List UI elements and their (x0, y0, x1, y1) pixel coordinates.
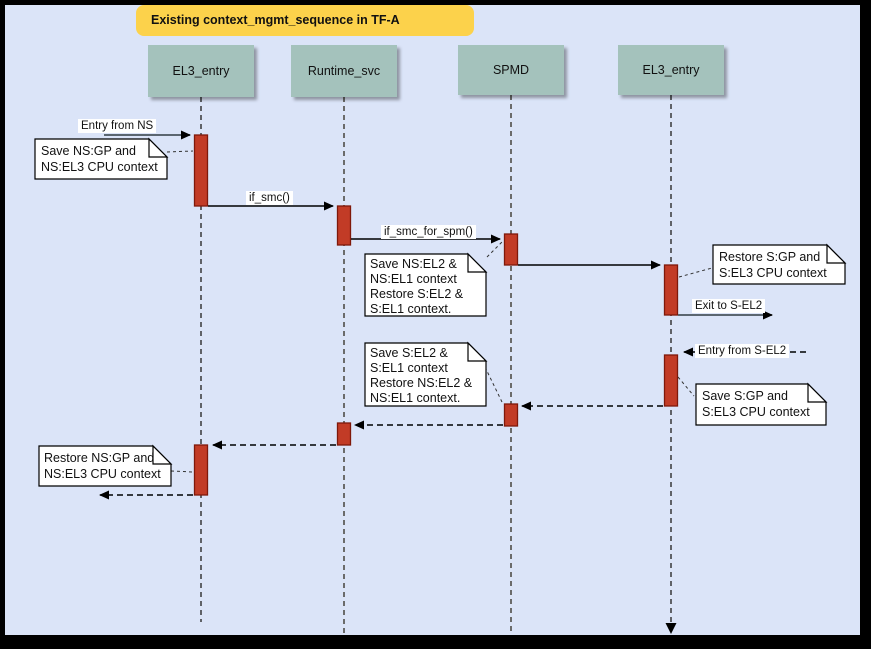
activation-runtime-1 (336, 205, 352, 246)
activation-spmd-2 (503, 403, 519, 427)
note-save-s-el2: Save S:EL2 & S:EL1 context Restore NS:EL… (364, 341, 488, 407)
actor-label: Runtime_svc (307, 64, 381, 78)
note-save-s-gp: Save S:GP and S:EL3 CPU context (695, 382, 828, 426)
actor-el3-entry-right: EL3_entry (618, 45, 724, 95)
note-text-line: S:EL1 context (370, 361, 448, 375)
note-save-ns-el2: Save NS:EL2 & NS:EL1 context Restore S:E… (364, 252, 488, 317)
actor-runtime-svc: Runtime_svc (291, 45, 397, 97)
actor-label: SPMD (492, 63, 530, 77)
note-text-line: NS:EL3 CPU context (41, 160, 158, 174)
activation-el3-left-2 (193, 444, 209, 496)
message-label-entry-from-ns: Entry from NS (78, 119, 157, 133)
activation-spmd-1 (503, 233, 519, 266)
actor-label: EL3_entry (642, 63, 700, 77)
note-text-line: S:EL3 CPU context (719, 266, 827, 280)
message-label-if-smc: if_smc() (246, 191, 293, 205)
note-text-line: S:EL1 context. (370, 302, 451, 316)
note-restore-ns-gp: Restore NS:GP and NS:EL3 CPU context (38, 444, 173, 487)
note-text-line: Restore S:EL2 & (370, 287, 464, 301)
lifeline-end-arrow-icon (665, 623, 677, 634)
note-save-ns-gp: Save NS:GP and NS:EL3 CPU context (34, 137, 169, 180)
activation-el3-right-1 (663, 264, 679, 316)
diagram-title: Existing context_mgmt_sequence in TF-A (136, 5, 474, 36)
note-connector-3 (678, 267, 713, 278)
note-text-line: S:EL3 CPU context (702, 405, 810, 419)
note-connector-4 (484, 366, 503, 403)
note-text-line: Save S:EL2 & (370, 346, 448, 360)
note-text-line: NS:EL1 context. (370, 391, 460, 405)
note-text-line: Save S:GP and (702, 389, 788, 403)
note-text-line: NS:EL3 CPU context (44, 467, 161, 481)
note-connector-5 (677, 376, 695, 397)
note-connector-6 (170, 470, 194, 473)
activation-runtime-2 (336, 422, 352, 446)
diagram-canvas (5, 5, 860, 635)
note-text-line: NS:EL1 context (370, 272, 457, 286)
note-text-line: Save NS:GP and (41, 144, 136, 158)
note-text-line: Restore NS:GP and (44, 451, 154, 465)
note-connector-2 (486, 241, 503, 258)
note-connector-1 (166, 150, 194, 153)
note-text-line: Restore NS:EL2 & (370, 376, 473, 390)
note-restore-s-gp: Restore S:GP and S:EL3 CPU context (712, 243, 847, 285)
message-label-exit-to-s-el2: Exit to S-EL2 (692, 299, 766, 313)
message-label-if-smc-for-spm: if_smc_for_spm() (381, 225, 476, 239)
note-text-line: Save NS:EL2 & (370, 257, 458, 271)
actor-label: EL3_entry (172, 64, 230, 78)
activation-el3-left-1 (193, 134, 209, 207)
note-text-line: Restore S:GP and (719, 250, 820, 264)
activation-el3-right-2 (663, 354, 679, 407)
actor-spmd: SPMD (458, 45, 564, 95)
actor-el3-entry-left: EL3_entry (148, 45, 254, 97)
message-label-entry-from-s-el2: Entry from S-EL2 (695, 344, 790, 358)
